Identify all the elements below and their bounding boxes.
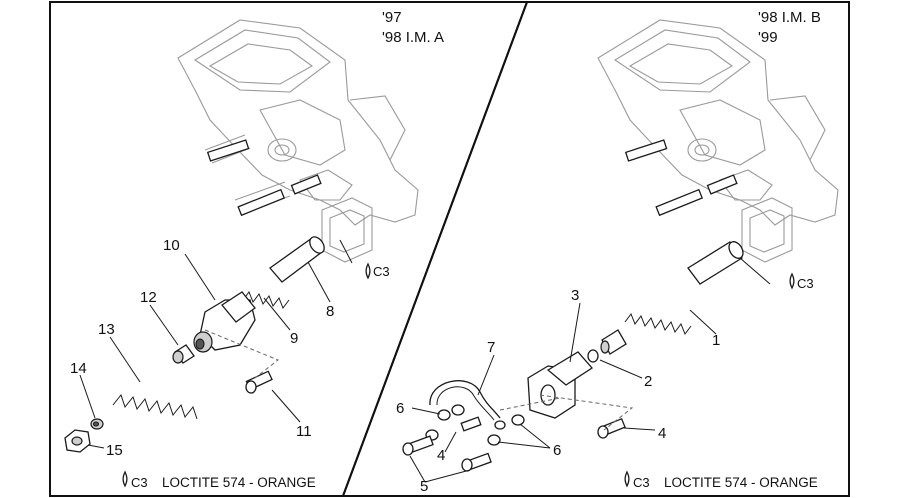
part-number-1: 1 [712, 332, 720, 349]
part-number-10: 10 [163, 237, 180, 254]
drop-icon [122, 470, 128, 488]
right-header-line2: '99 [758, 29, 778, 46]
left-tensioner-assembly [64, 236, 325, 453]
part-number-11: 11 [296, 423, 312, 440]
right-crankcase-ghost [597, 19, 839, 263]
left-crankcase-ghost [177, 19, 419, 263]
part-number-5: 5 [420, 478, 428, 495]
part-number-2: 2 [644, 373, 652, 390]
left-panel-frame [49, 1, 529, 497]
right-footer-c3: C3 [633, 475, 650, 490]
part-number-4a: 4 [437, 447, 445, 464]
part-number-6a: 6 [396, 400, 404, 417]
right-tensioner-assembly [402, 241, 744, 472]
left-leader-lines [79, 239, 353, 449]
left-footer-c3: C3 [131, 475, 148, 490]
drop-icon [789, 272, 795, 290]
right-header-line1: '98 I.M. B [758, 9, 821, 26]
drop-icon [365, 262, 371, 280]
part-number-3: 3 [571, 287, 579, 304]
right-leader-lines [409, 257, 771, 483]
part-number-15: 15 [106, 442, 123, 459]
right-studs [624, 139, 738, 217]
part-number-6b: 6 [553, 442, 561, 459]
left-c3-code: C3 [373, 264, 390, 279]
left-footer-note: LOCTITE 574 - ORANGE [162, 475, 316, 490]
part-number-9: 9 [290, 330, 298, 347]
left-studs [206, 139, 322, 217]
part-number-12: 12 [140, 289, 157, 306]
right-footer-note: LOCTITE 574 - ORANGE [664, 475, 818, 490]
drop-icon [624, 470, 630, 488]
part-number-7: 7 [487, 339, 495, 356]
left-header-line1: '97 [382, 9, 402, 26]
left-header-line2: '98 I.M. A [382, 29, 444, 46]
right-c3-code: C3 [797, 276, 814, 291]
right-panel-frame [341, 0, 850, 497]
part-number-13: 13 [98, 321, 115, 338]
part-number-8: 8 [326, 303, 334, 320]
part-number-14: 14 [70, 360, 87, 377]
part-number-4b: 4 [658, 425, 666, 442]
